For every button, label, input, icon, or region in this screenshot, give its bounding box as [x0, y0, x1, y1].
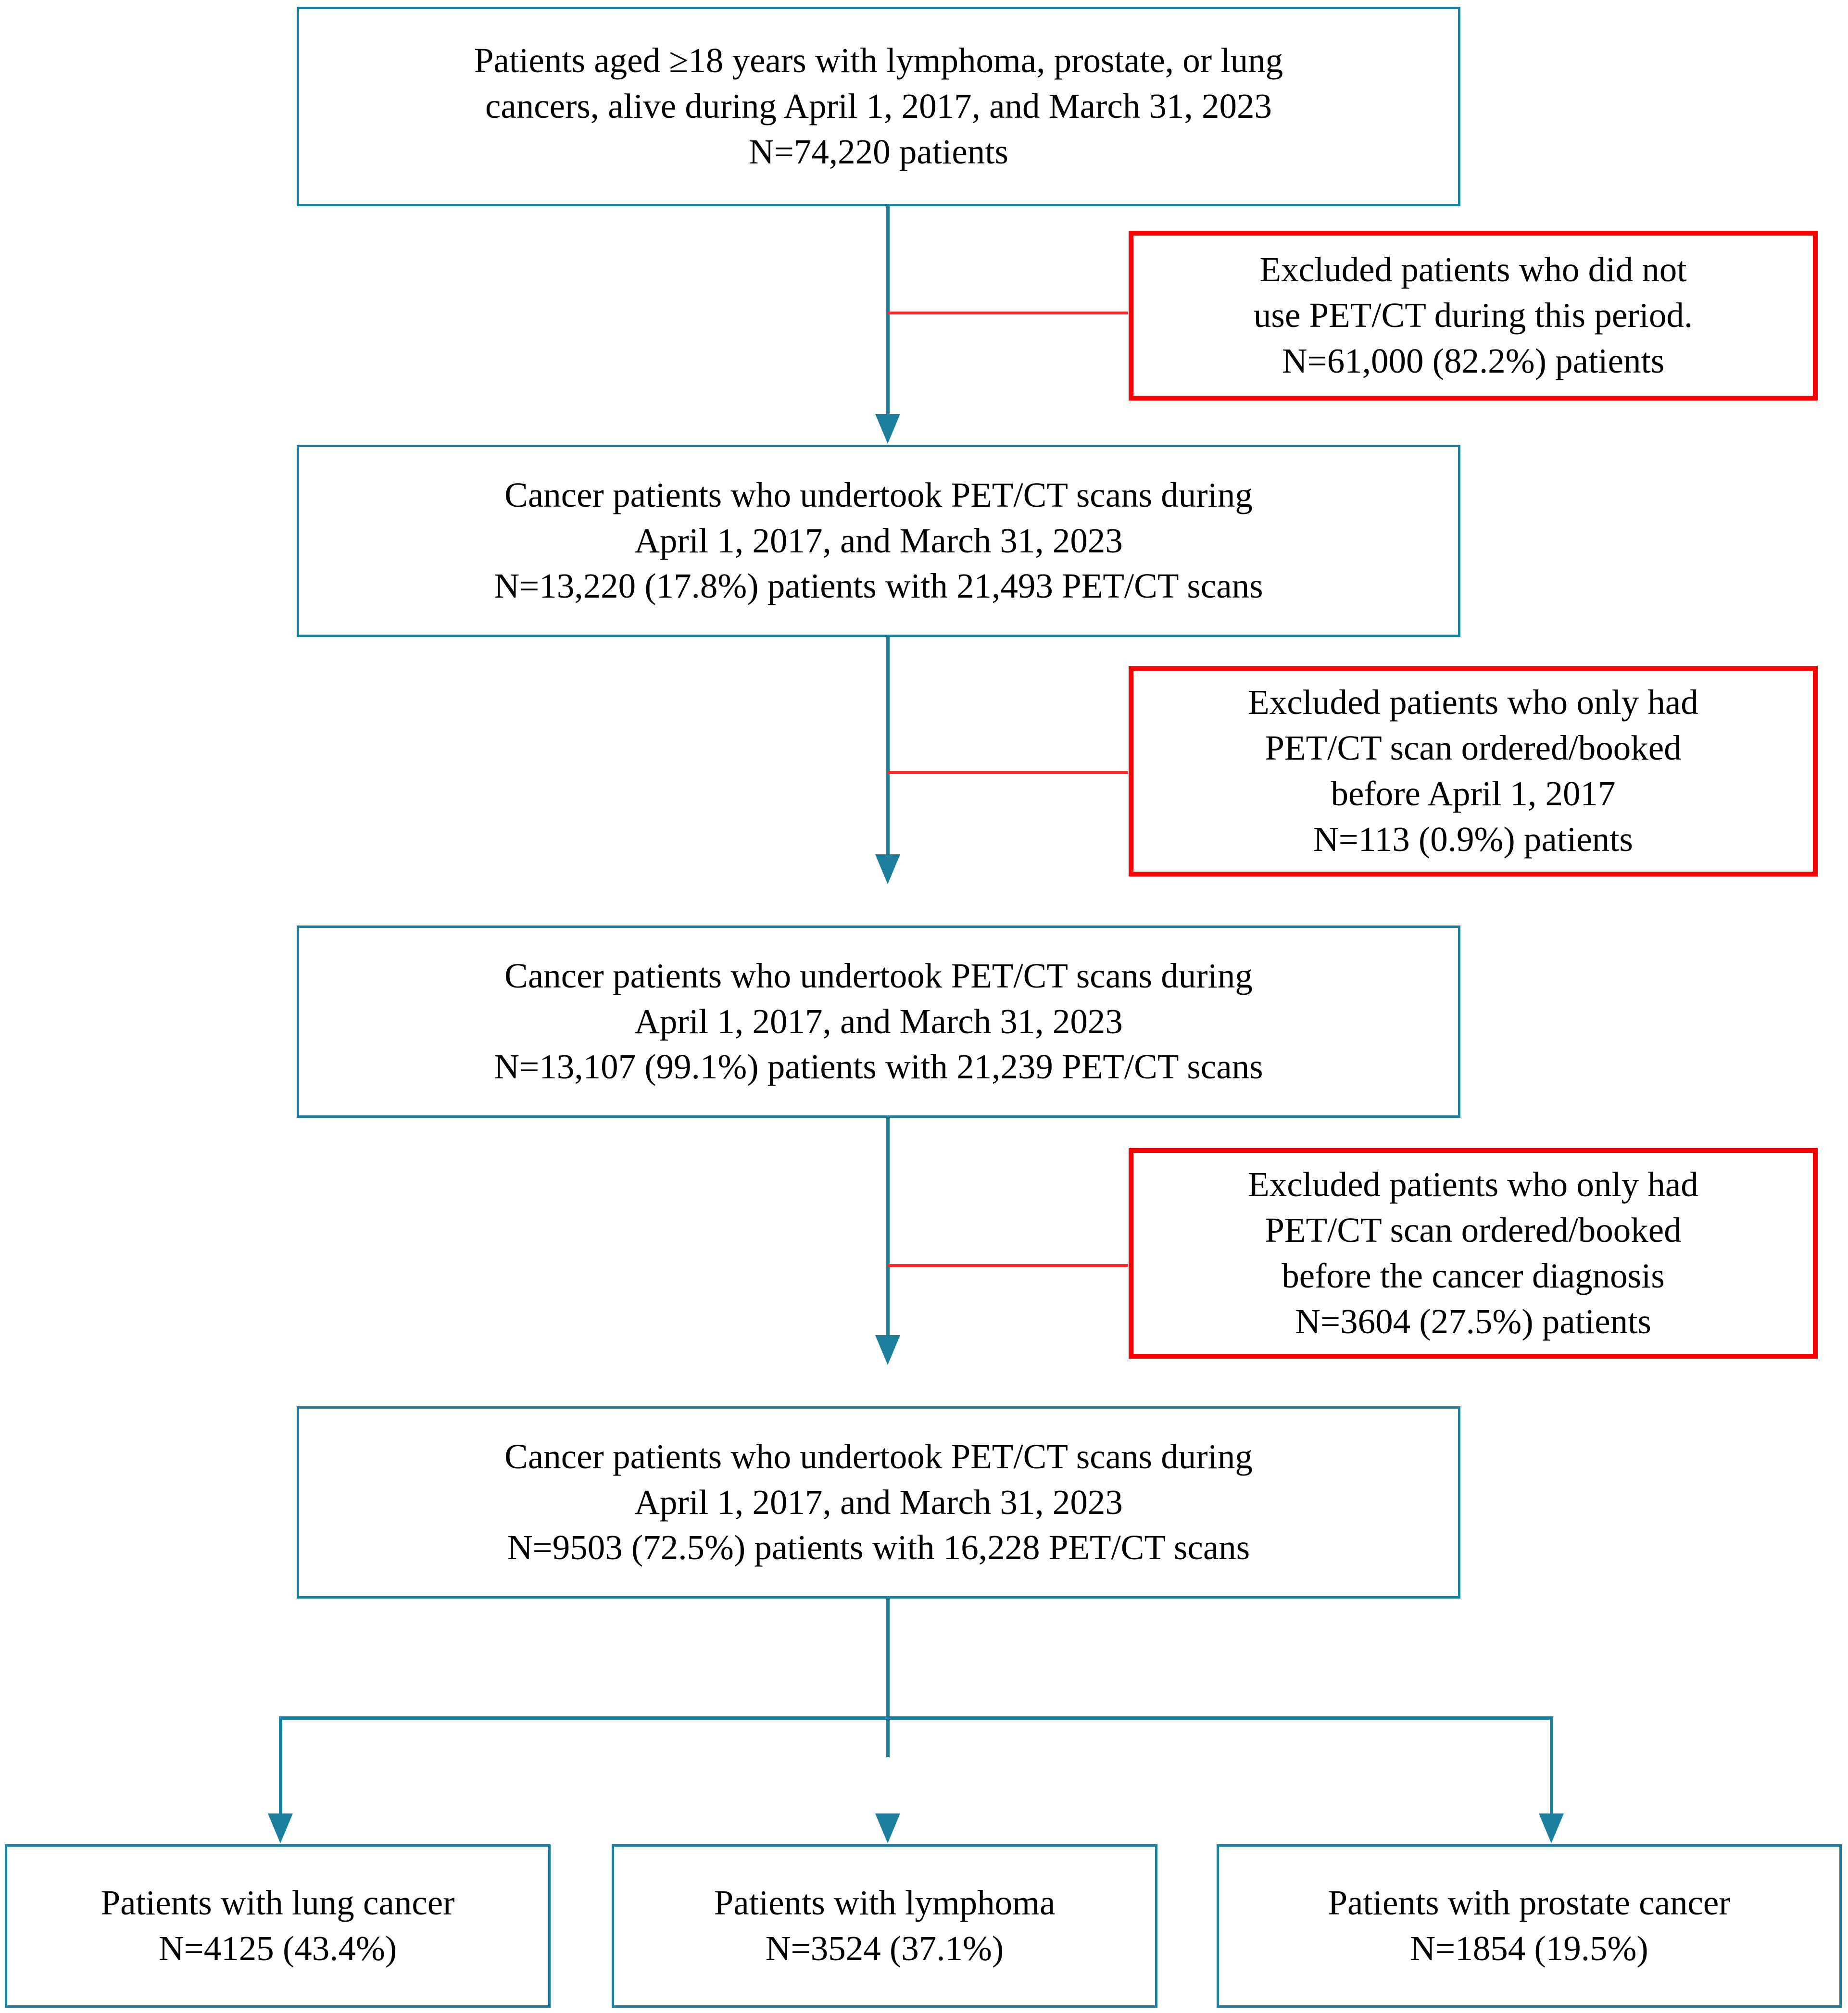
stage-4-line-3: N=9503 (72.5%) patients with 16,228 PET/…	[507, 1528, 1250, 1567]
exclusion-2-line-1: Excluded patients who only had	[1248, 683, 1698, 722]
terminal-box-prostate-cancer: Patients with prostate cancer N=1854 (19…	[1217, 1844, 1842, 2008]
arrowhead-lung	[268, 1813, 293, 1843]
exclusion-box-booked-before-diagnosis: Excluded patients who only had PET/CT sc…	[1129, 1148, 1818, 1359]
arrowhead-stage2-to-stage3	[875, 854, 900, 884]
connector-drop-lung	[279, 1716, 282, 1817]
arrowhead-stage3-to-stage4	[875, 1335, 900, 1365]
stage-3-line-2: April 1, 2017, and March 31, 2023	[634, 1001, 1123, 1041]
stage-2-line-3: N=13,220 (17.8%) patients with 21,493 PE…	[494, 566, 1263, 606]
terminal-lung-line-1: Patients with lung cancer	[101, 1883, 455, 1923]
terminal-lymphoma-line-2: N=3524 (37.1%)	[765, 1929, 1004, 1968]
exclusion-3-line-3: before the cancer diagnosis	[1282, 1256, 1665, 1295]
exclusion-1-line-3: N=61,000 (82.2%) patients	[1282, 341, 1665, 380]
stage-2-line-2: April 1, 2017, and March 31, 2023	[634, 521, 1123, 560]
exclusion-2-line-3: before April 1, 2017	[1331, 774, 1616, 813]
stage-1-line-2: cancers, alive during April 1, 2017, and…	[485, 87, 1272, 126]
arrowhead-lymphoma	[875, 1813, 900, 1843]
terminal-box-lymphoma: Patients with lymphoma N=3524 (37.1%)	[612, 1844, 1157, 2008]
stage-box-source-population: Patients aged ≥18 years with lymphoma, p…	[297, 7, 1460, 206]
connector-stage2-to-stage3	[886, 637, 890, 858]
terminal-lung-line-2: N=4125 (43.4%)	[158, 1929, 397, 1968]
exclusion-2-line-2: PET/CT scan ordered/booked	[1265, 728, 1682, 768]
exclusion-2-line-4: N=113 (0.9%) patients	[1313, 819, 1633, 859]
connector-stage4-trunk	[886, 1599, 890, 1757]
stage-box-final-cohort: Cancer patients who undertook PET/CT sca…	[297, 1406, 1460, 1599]
terminal-prostate-line-1: Patients with prostate cancer	[1328, 1883, 1731, 1923]
exclusion-3-line-1: Excluded patients who only had	[1248, 1165, 1698, 1204]
exclusion-1-line-1: Excluded patients who did not	[1259, 250, 1687, 289]
exclusion-1-line-2: use PET/CT during this period.	[1253, 296, 1693, 335]
terminal-box-lung-cancer: Patients with lung cancer N=4125 (43.4%)	[5, 1844, 551, 2008]
stage-2-line-1: Cancer patients who undertook PET/CT sca…	[504, 475, 1253, 514]
stage-box-pet-ct-users: Cancer patients who undertook PET/CT sca…	[297, 445, 1460, 637]
exclusion-3-line-4: N=3604 (27.5%) patients	[1295, 1301, 1651, 1341]
arrowhead-stage1-to-stage2	[875, 414, 900, 444]
connector-stage3-to-stage4	[886, 1118, 890, 1339]
stage-4-line-1: Cancer patients who undertook PET/CT sca…	[504, 1437, 1253, 1476]
exclusion-box-booked-before-april-2017: Excluded patients who only had PET/CT sc…	[1129, 666, 1818, 876]
connector-drop-prostate	[1550, 1716, 1553, 1817]
connector-exclusion-2	[888, 771, 1128, 774]
stage-box-after-pre-2017-exclusion: Cancer patients who undertook PET/CT sca…	[297, 925, 1460, 1118]
terminal-lymphoma-line-1: Patients with lymphoma	[714, 1883, 1056, 1923]
stage-1-line-3: N=74,220 patients	[749, 132, 1008, 171]
stage-4-line-2: April 1, 2017, and March 31, 2023	[634, 1482, 1123, 1522]
stage-1-line-1: Patients aged ≥18 years with lymphoma, p…	[474, 41, 1283, 80]
connector-terminal-bar	[279, 1716, 1553, 1720]
connector-exclusion-3	[888, 1264, 1128, 1267]
connector-exclusion-1	[888, 312, 1128, 314]
stage-3-line-3: N=13,107 (99.1%) patients with 21,239 PE…	[494, 1047, 1263, 1087]
terminal-prostate-line-2: N=1854 (19.5%)	[1410, 1929, 1648, 1968]
exclusion-box-no-pet-ct: Excluded patients who did not use PET/CT…	[1129, 231, 1818, 400]
exclusion-3-line-2: PET/CT scan ordered/booked	[1265, 1211, 1682, 1250]
arrowhead-prostate	[1539, 1813, 1564, 1843]
stage-3-line-1: Cancer patients who undertook PET/CT sca…	[504, 956, 1253, 995]
